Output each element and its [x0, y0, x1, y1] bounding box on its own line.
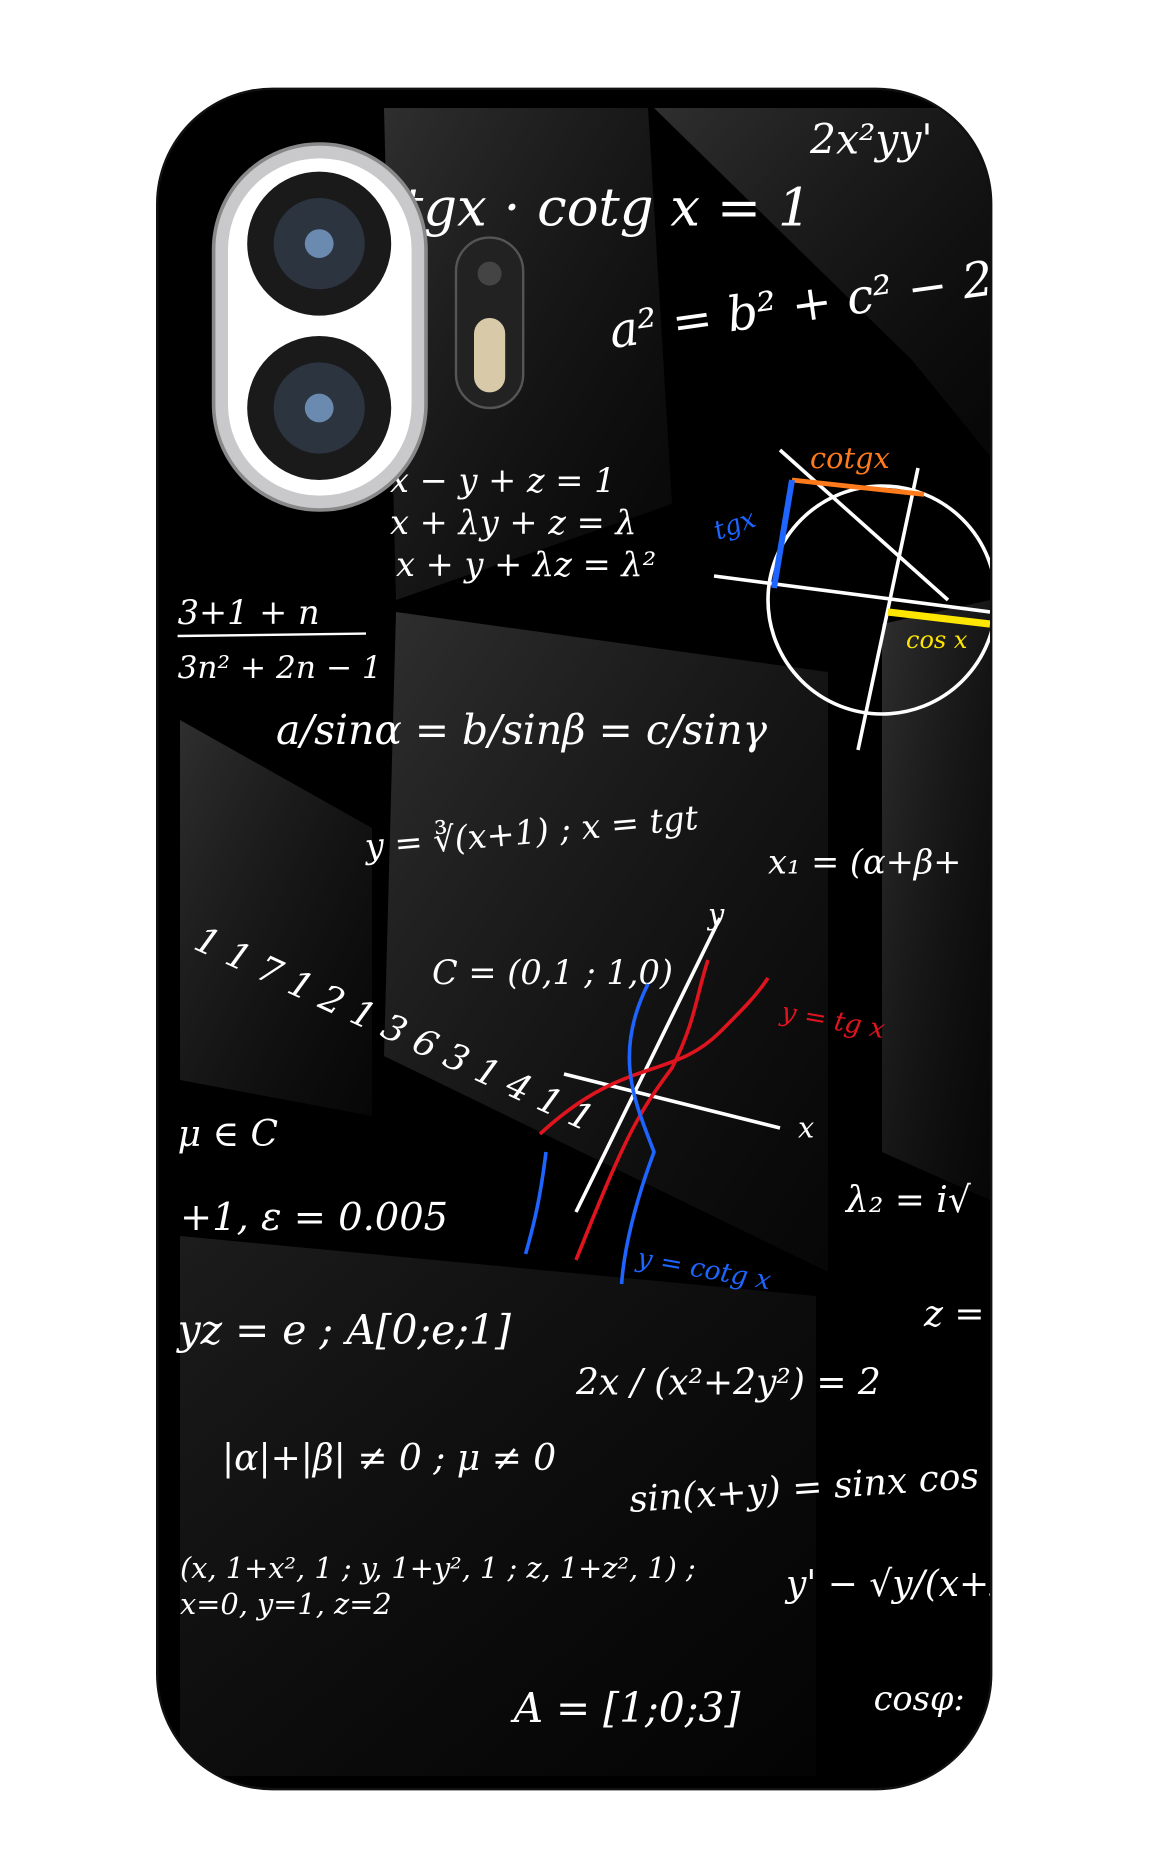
reflection-glare [180, 108, 990, 1776]
formula: tgx · cotg x = 1 [402, 178, 811, 239]
formula: x + λy + z = λ [390, 503, 637, 542]
formula: yz = e ; A[0;e;1] [176, 1306, 511, 1354]
x-axis-label: x [798, 1111, 814, 1145]
y-axis-label: y [706, 897, 725, 931]
flash-icon [474, 318, 506, 393]
unit-circle-diagram: cotgx tgx cos x [709, 441, 990, 751]
formula: x₁ = (α+β+ [768, 843, 961, 882]
cos-label: cos x [906, 626, 968, 654]
formula: a/sinα = b/sinβ = c/sinγ [276, 706, 768, 754]
formula: λ₂ = i√ [844, 1180, 971, 1221]
formula: 2x / (x²+2y²) = 2 [575, 1362, 881, 1403]
formula: (x, 1+x², 1 ; y, 1+y², 1 ; z, 1+z², 1) ;… [180, 1551, 696, 1622]
sensor-icon [477, 261, 502, 286]
formula: |α|+|β| ≠ 0 ; μ ≠ 0 [222, 1438, 556, 1479]
formula: y' − √y/(x+2) = [784, 1564, 1068, 1605]
formula: x − y + z = 1 [390, 461, 616, 500]
formula: z = [923, 1294, 985, 1335]
formula: 3n² + 2n − 1 [178, 650, 382, 686]
formula: x + y + λz = λ² [396, 545, 656, 584]
formula: A = [1;0;3] [510, 1684, 741, 1732]
formula: μ ∈ C [178, 1114, 278, 1155]
formula: cosφ: [874, 1679, 965, 1718]
cotg-label: cotgx [810, 441, 890, 475]
formula: 3+1 + n [178, 593, 320, 632]
formula: C = (0,1 ; 1,0) [432, 953, 673, 992]
camera-module [211, 142, 525, 512]
formula: 2x²yy' [809, 116, 933, 164]
formula: +1, ε = 0.005 [180, 1195, 448, 1240]
